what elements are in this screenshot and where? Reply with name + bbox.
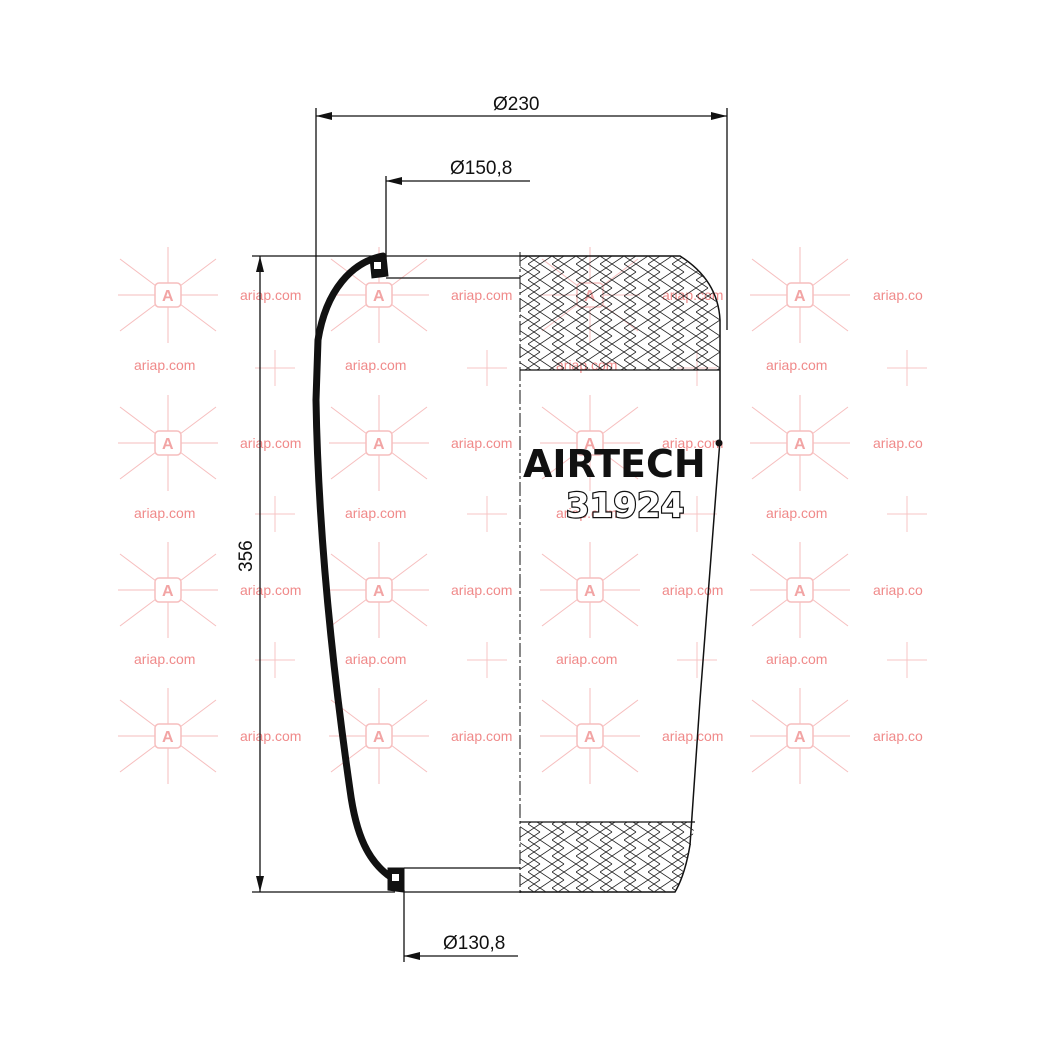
watermark-text: ariap.com (556, 505, 617, 521)
watermark-text: ariap.com (134, 357, 195, 373)
watermark-logo-letter: A (162, 436, 174, 453)
watermark-cross (255, 350, 295, 386)
watermark-logo-letter: A (162, 583, 174, 600)
dim-top-diameter: Ø150,8 (450, 158, 512, 179)
watermark-cross (467, 496, 507, 532)
watermark-logo-letter: A (584, 436, 596, 453)
watermark-logo: A (750, 688, 850, 784)
watermark-logo: A (750, 395, 850, 491)
watermark-cross (677, 642, 717, 678)
dim-outer-diameter: Ø230 (493, 94, 539, 115)
watermark-text: ariap.com (240, 287, 301, 303)
watermark-logo-letter: A (584, 583, 596, 600)
dim-height: 356 (236, 540, 257, 572)
bottom-hatch-band (520, 822, 695, 892)
watermark-text: ariap.com (556, 651, 617, 667)
part-number-label: 31924 (566, 486, 684, 526)
watermark-logo-letter: A (584, 729, 596, 746)
watermark-logo: A (329, 395, 429, 491)
brand-label: AIRTECH (523, 442, 706, 486)
watermark-text: ariap.co (873, 582, 923, 598)
watermark-cross (255, 496, 295, 532)
watermark-logo-letter: A (794, 583, 806, 600)
watermark-text: ariap.com (134, 505, 195, 521)
watermark-text: ariap.co (873, 728, 923, 744)
watermark-text: ariap.com (662, 435, 723, 451)
watermark-logo: A (750, 542, 850, 638)
watermark-logo: A (540, 395, 640, 491)
watermark-text: ariap.com (240, 582, 301, 598)
watermark-text: ariap.com (345, 505, 406, 521)
watermark-logo: A (118, 395, 218, 491)
watermark-cross (255, 642, 295, 678)
watermark-logo: A (540, 688, 640, 784)
top-hatch-band (520, 256, 720, 370)
watermark-text: ariap.com (240, 728, 301, 744)
watermark-text: ariap.com (766, 357, 827, 373)
watermark-cross (467, 350, 507, 386)
watermark-text: ariap.co (873, 435, 923, 451)
watermark-logo: A (329, 247, 429, 343)
watermark-text: ariap.com (345, 651, 406, 667)
dimension-lines (252, 108, 728, 962)
watermark-text: ariap.co (873, 287, 923, 303)
watermark-cross (887, 496, 927, 532)
watermark-logo: A (750, 247, 850, 343)
watermark-text: ariap.com (662, 728, 723, 744)
air-spring-body (312, 252, 723, 895)
watermark-logo: A (118, 688, 218, 784)
watermark-logo-letter: A (162, 729, 174, 746)
watermark-text: ariap.com (134, 651, 195, 667)
watermark-logo-letter: A (373, 729, 385, 746)
watermark-logo-letter: A (373, 288, 385, 305)
watermark-cross (467, 642, 507, 678)
watermark-text: ariap.com (766, 505, 827, 521)
watermark-text: ariap.com (451, 728, 512, 744)
watermark-text: ariap.com (240, 435, 301, 451)
watermark-logo-letter: A (794, 436, 806, 453)
watermark-text: ariap.com (451, 287, 512, 303)
watermark-logo-letter: A (162, 288, 174, 305)
watermark-logo-letter: A (373, 436, 385, 453)
watermark-logo: A (118, 542, 218, 638)
watermark-text: ariap.com (766, 651, 827, 667)
watermark-logo-letter: A (373, 583, 385, 600)
watermark-cross (887, 642, 927, 678)
watermark-logo-letter: A (794, 729, 806, 746)
watermark-logo: A (118, 247, 218, 343)
watermark-text: ariap.com (345, 357, 406, 373)
watermark-logo-letter: A (794, 288, 806, 305)
watermark-text: ariap.com (451, 582, 512, 598)
bellows-wall-section (312, 252, 396, 882)
watermark-cross (887, 350, 927, 386)
watermark-cross (677, 496, 717, 532)
watermark-text: ariap.com (662, 582, 723, 598)
watermark-logo: A (329, 542, 429, 638)
dim-bottom-diameter: Ø130,8 (443, 933, 505, 954)
watermark-logo: A (540, 542, 640, 638)
watermark-text: ariap.com (451, 435, 512, 451)
